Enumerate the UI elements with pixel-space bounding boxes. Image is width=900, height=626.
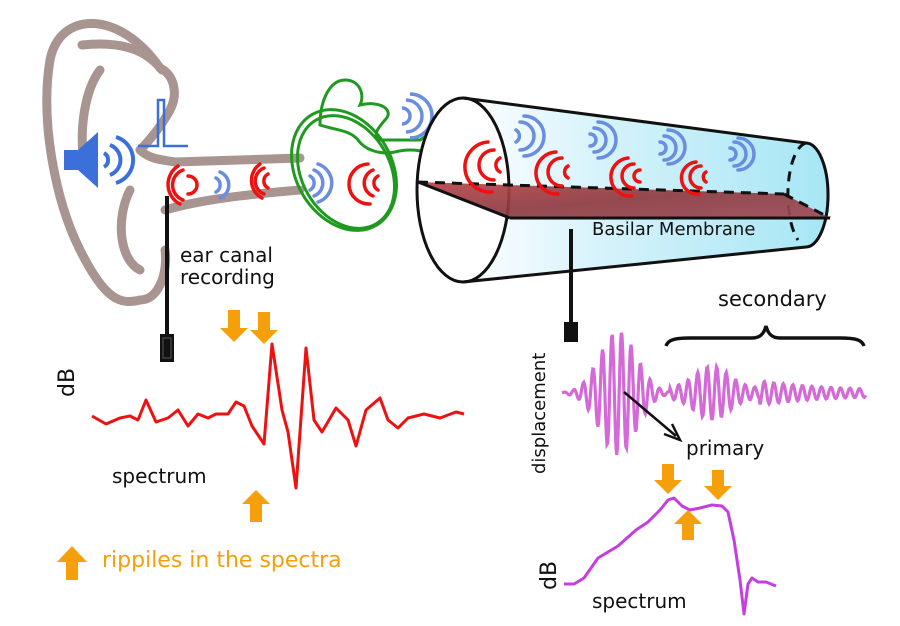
down-arrow-icon — [704, 470, 732, 500]
right-db-axis-label: dB — [537, 560, 562, 590]
red-wave-icon — [463, 140, 708, 198]
secondary-brace — [664, 325, 866, 347]
ear-canal-recording-line1: ear canal — [180, 243, 273, 267]
legend-up-arrow-icon — [57, 546, 87, 580]
left-spectrum-chart — [91, 342, 465, 490]
speaker-icon — [64, 132, 136, 188]
up-arrow-icon — [242, 490, 270, 522]
basilar-membrane — [417, 180, 831, 220]
bm-probe — [564, 229, 578, 342]
displacement-chart — [561, 325, 868, 456]
right-spectrum-line — [564, 496, 777, 616]
red-wave-icon — [249, 162, 270, 200]
right-spectrum-label: spectrum — [592, 589, 687, 613]
up-arrow-icon — [674, 510, 702, 540]
basilar-membrane-label: Basilar Membrane — [592, 219, 756, 240]
ear-canal-waves — [166, 162, 380, 206]
blue-wave-icon — [514, 114, 756, 172]
down-arrow-icon — [250, 312, 278, 344]
red-wave-icon — [347, 162, 380, 206]
blue-wave-icon — [214, 170, 231, 200]
left-spectrum-arrows — [220, 310, 278, 522]
left-db-axis-label: dB — [55, 367, 80, 397]
displacement-wave — [561, 332, 868, 456]
ear-canal-recording-line2: recording — [180, 265, 275, 289]
click-stimulus-icon — [138, 98, 188, 148]
ear-canal-probe — [160, 196, 174, 362]
left-spectrum-line — [91, 342, 465, 490]
displacement-axis-label: displacement — [529, 352, 550, 474]
legend-text: rippiles in the spectra — [102, 548, 342, 573]
left-spectrum-label: spectrum — [112, 464, 207, 488]
ear-canal-recording-label: ear canal recording — [180, 244, 275, 288]
down-arrow-icon — [654, 464, 682, 494]
down-arrow-icon — [220, 310, 248, 342]
blue-wave-icon — [401, 92, 434, 140]
cochlea-waves — [463, 114, 756, 198]
primary-arrow — [623, 391, 677, 437]
blue-wave-icon — [308, 162, 334, 204]
right-spectrum-chart — [564, 496, 777, 616]
primary-label: primary — [686, 436, 765, 460]
red-wave-icon — [166, 164, 199, 206]
right-spectrum-arrows — [654, 464, 732, 540]
secondary-label: secondary — [718, 287, 827, 311]
primary-arrow-head — [663, 423, 683, 443]
